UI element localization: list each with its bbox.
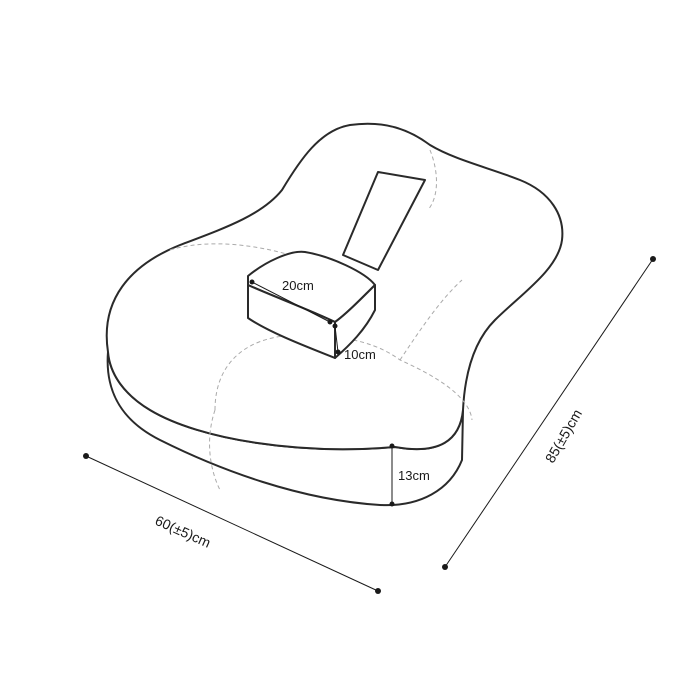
length-dot-end bbox=[650, 256, 656, 262]
length-dimension-line bbox=[444, 258, 654, 568]
pad-width-dot-start bbox=[332, 323, 338, 329]
width-dot-start bbox=[83, 453, 89, 459]
width-label: 60(±5)cm bbox=[153, 512, 213, 551]
width-dimension-line bbox=[85, 455, 379, 592]
pad-length-dimension-line bbox=[251, 281, 331, 323]
width-dot-end bbox=[375, 588, 381, 594]
length-label: 85(±5)cm bbox=[542, 406, 585, 465]
pad-side bbox=[334, 284, 376, 359]
dashed-contour-right bbox=[399, 279, 463, 361]
dashed-contour-lower bbox=[214, 334, 473, 421]
neck-strap-slot bbox=[342, 171, 426, 271]
height-dot-bottom bbox=[389, 501, 395, 507]
pad-width-dot-end bbox=[335, 349, 341, 355]
pad-length-dot-end bbox=[327, 319, 333, 325]
height-label: 13cm bbox=[398, 468, 430, 483]
pad-length-dot-start bbox=[249, 279, 255, 285]
height-dot-top bbox=[389, 443, 395, 449]
pad-width-dimension-line bbox=[334, 325, 339, 353]
pad-width-label: 10cm bbox=[344, 347, 376, 362]
dashed-contour-front bbox=[209, 409, 221, 491]
pad-length-label: 20cm bbox=[282, 278, 314, 293]
dashed-contour-mid bbox=[169, 243, 301, 259]
length-dot-start bbox=[442, 564, 448, 570]
dashed-contour-top bbox=[427, 149, 437, 211]
